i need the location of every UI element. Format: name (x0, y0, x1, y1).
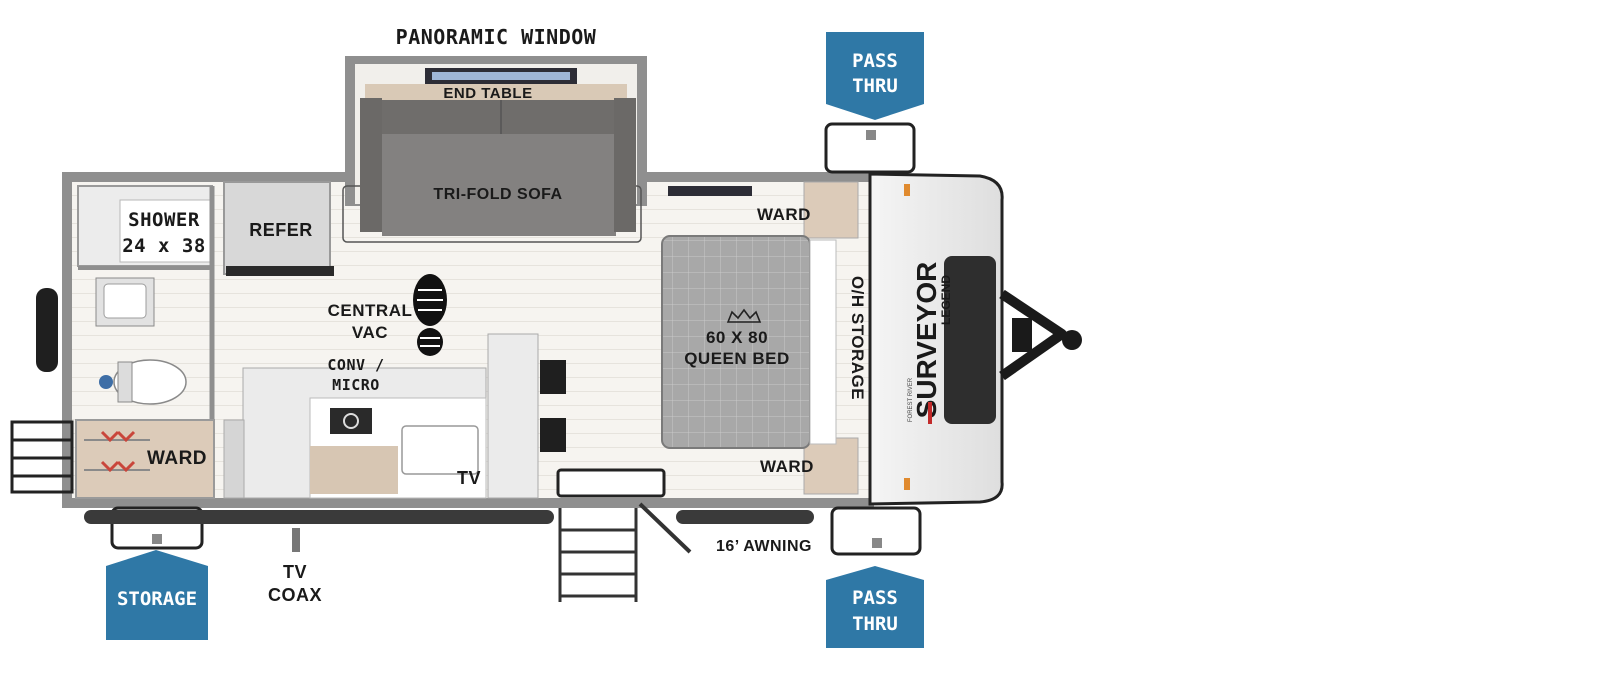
bed-size-label: 60 X 80 (706, 328, 768, 347)
ward-top-label: WARD (757, 205, 811, 224)
pass-thru-bottom: PASS THRU (826, 506, 924, 648)
storage-label: STORAGE (117, 588, 197, 610)
tv-coax: TV COAX (268, 528, 322, 605)
rear-steps (10, 288, 74, 494)
crown-icon (726, 308, 762, 323)
awning-label: 16’ AWNING (716, 538, 812, 555)
pass-thru-top-label-2: THRU (852, 75, 898, 97)
pass-thru-top: PASS THRU (824, 32, 924, 174)
refer-label: REFER (249, 220, 313, 240)
hitch (999, 289, 1082, 381)
ward-bottom-label: WARD (760, 457, 814, 476)
storage-hatch: STORAGE (106, 506, 208, 640)
sofa-label: TRI-FOLD SOFA (433, 186, 562, 203)
bathroom: SHOWER 24 x 38 (77, 185, 215, 420)
brand-logo-main: SURVEYOR (911, 262, 942, 419)
brand-logo-maker: FOREST RIVER (908, 377, 914, 422)
pass-thru-bottom-label-2: THRU (852, 613, 898, 635)
central-vac: CENTRAL VAC (328, 274, 447, 356)
pass-thru-top-label: PASS (852, 50, 898, 72)
shower-label: SHOWER (128, 209, 200, 231)
front-cap: SURVEYOR LEGEND FOREST RIVER (868, 172, 1004, 506)
kitchen-counter: CONV / MICRO TV (223, 356, 487, 499)
rear-ward-label: WARD (147, 448, 207, 469)
conv-micro-label: CONV / (327, 356, 384, 374)
tv-coax-label: TV (283, 562, 307, 582)
tv-label: TV (457, 468, 481, 488)
central-vac-label: CENTRAL (328, 301, 413, 320)
tri-fold-sofa: END TABLE TRI-FOLD SOFA (360, 84, 636, 236)
rear-wardrobe: WARD (75, 419, 215, 499)
pass-thru-bottom-label: PASS (852, 587, 898, 609)
entry-steps (556, 468, 692, 602)
end-table-label: END TABLE (443, 85, 532, 102)
bootprint-icon (413, 274, 447, 356)
bed-type-label: QUEEN BED (684, 349, 790, 368)
dinette-island (487, 333, 566, 499)
panoramic-window: PANORAMIC WINDOW (396, 25, 597, 84)
front-window (668, 186, 752, 196)
brand-logo: SURVEYOR LEGEND FOREST RIVER (908, 262, 953, 424)
central-vac-label-2: VAC (352, 323, 388, 342)
refrigerator: REFER (223, 181, 334, 276)
oh-storage-label: O/H STORAGE (848, 276, 867, 400)
awning: 16’ AWNING (84, 510, 814, 555)
shower-size-label: 24 x 38 (122, 235, 206, 257)
brand-logo-sub: LEGEND (939, 275, 953, 325)
bedroom: WARD WARD 60 X 80 QUEEN BED O/H STORAGE (661, 181, 867, 495)
conv-micro-label-2: MICRO (332, 376, 380, 394)
tv-coax-label-2: COAX (268, 585, 322, 605)
panoramic-window-label: PANORAMIC WINDOW (396, 25, 597, 49)
